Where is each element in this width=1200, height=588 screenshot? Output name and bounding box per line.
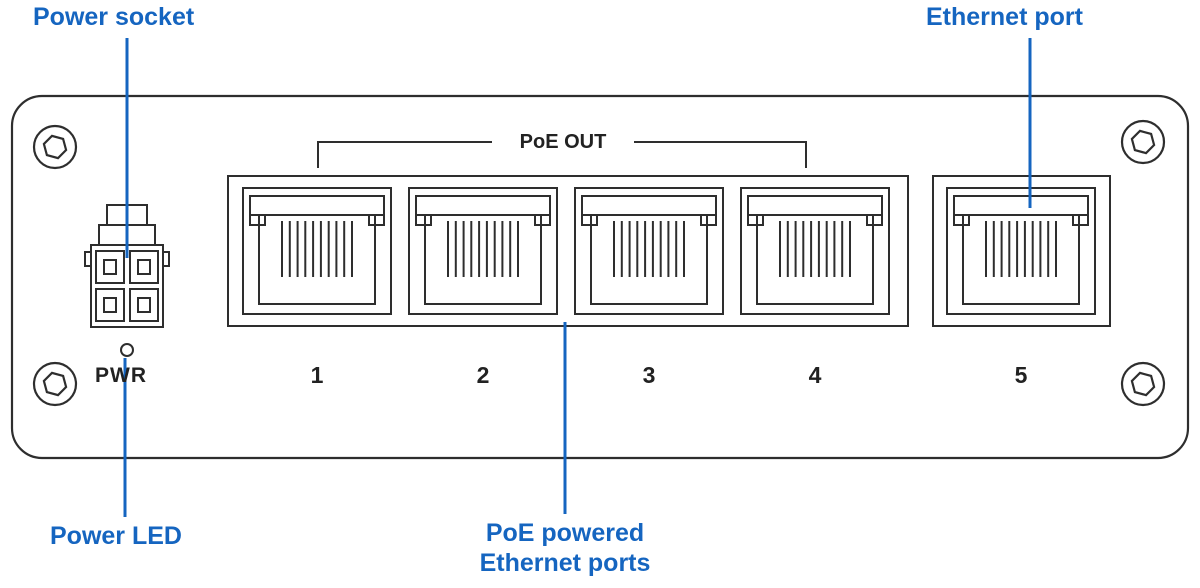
- port-number-2: 2: [476, 362, 490, 388]
- power-led-label: Power LED: [50, 522, 182, 550]
- port-number-4: 4: [808, 362, 822, 388]
- power-led: [120, 343, 134, 357]
- power-socket-label: Power socket: [33, 3, 195, 31]
- port-number-1: 1: [310, 362, 324, 388]
- callout-leader-lines: [123, 38, 1032, 517]
- device-faceplate: [10, 94, 1190, 460]
- port-number-5: 5: [1014, 362, 1028, 388]
- poe-out-label: PoE OUT: [492, 128, 634, 156]
- poe-ports-label-line2: Ethernet ports: [479, 549, 651, 577]
- pwr-label: PWR: [95, 364, 147, 387]
- ethernet-port-label: Ethernet port: [926, 3, 1083, 31]
- poe-ports-label: PoE powered Ethernet ports: [415, 518, 715, 578]
- port-number-3: 3: [642, 362, 656, 388]
- poe-port-block: [227, 175, 909, 327]
- poe-out-bracket: [317, 141, 807, 168]
- ethernet-port-block: [932, 175, 1111, 327]
- poe-ports-label-line1: PoE powered: [485, 519, 645, 547]
